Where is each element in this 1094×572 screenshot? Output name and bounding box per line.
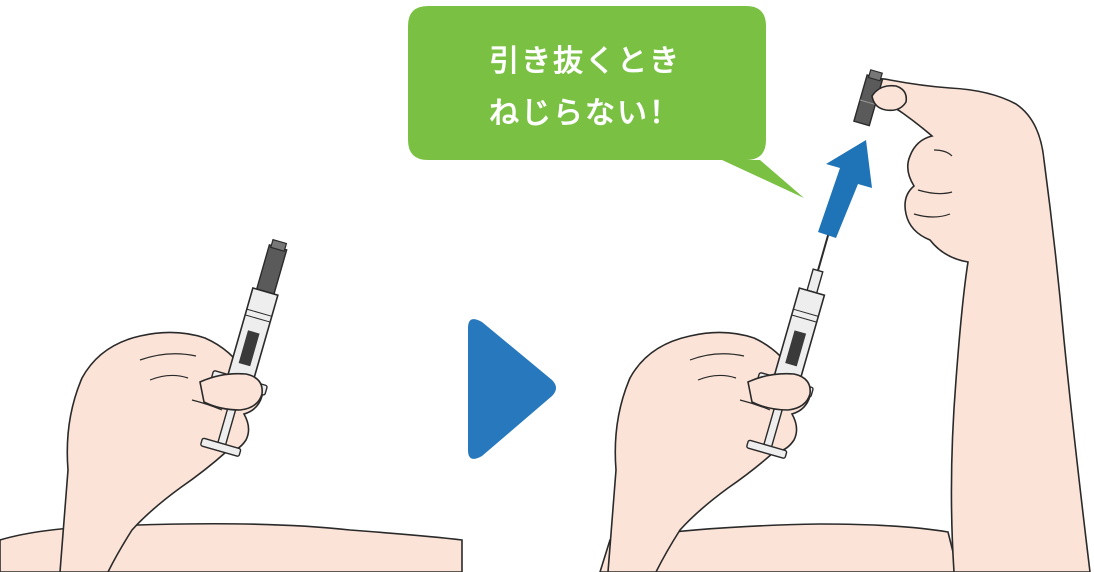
right-raised-arm [866, 77, 1091, 572]
callout-line-1: 引き抜くとき [489, 44, 681, 79]
syringe-needle [816, 227, 832, 273]
callout-text: 引き抜くとき ねじらない！ [408, 36, 762, 140]
left-panel [0, 238, 463, 572]
callout-line-2: ねじらない！ [489, 96, 681, 131]
right-panel [599, 69, 1091, 572]
callout-bubble [408, 6, 804, 198]
play-triangle-icon [468, 319, 556, 459]
arrow-up-icon [818, 140, 872, 238]
syringe-cap [255, 243, 288, 295]
